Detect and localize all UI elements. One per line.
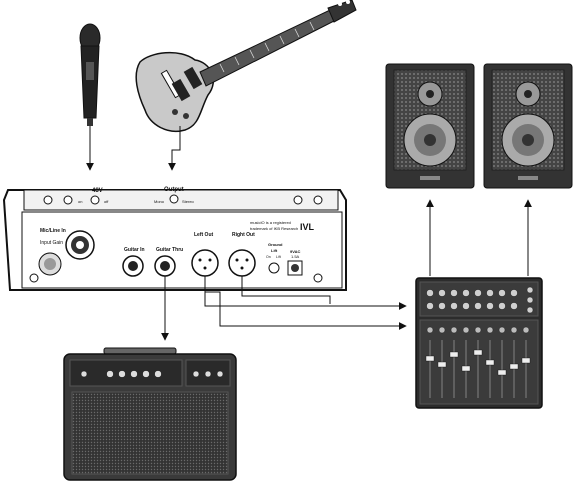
output-stereo-label: Stereo bbox=[182, 199, 195, 204]
phantom-power-label: 48V bbox=[92, 188, 103, 194]
microphone-icon bbox=[79, 23, 101, 126]
signal-cables bbox=[86, 126, 532, 341]
brand-logo: IVL bbox=[300, 222, 315, 232]
output-mono-label: Mono bbox=[154, 199, 165, 204]
mic-line-in-label: Mic/Line In bbox=[40, 228, 66, 234]
input-gain-label: Input Gain bbox=[40, 240, 63, 246]
phantom-power-switch[interactable] bbox=[90, 195, 100, 205]
right-out-label: Right Out bbox=[232, 232, 255, 238]
ground-lift-switch[interactable] bbox=[268, 262, 280, 274]
left-out-label: Left Out bbox=[194, 232, 213, 238]
phantom-on-label: on bbox=[78, 199, 82, 204]
audio-interface-unit: 48V on off Output Mono Stereo Mic/Line I… bbox=[2, 187, 347, 291]
trademark-line-2: trademark of IKB Research bbox=[250, 226, 298, 231]
guitar-thru-label: Guitar Thru bbox=[156, 247, 183, 253]
power-current-label: 1.5A bbox=[291, 254, 300, 259]
speaker-right bbox=[483, 63, 573, 189]
output-label: Output bbox=[164, 187, 184, 193]
mixing-console bbox=[415, 277, 543, 409]
speaker-left bbox=[385, 63, 475, 189]
phantom-off-label: off bbox=[104, 199, 109, 204]
output-mode-switch[interactable] bbox=[169, 194, 179, 204]
right-out-xlr-jack[interactable] bbox=[228, 249, 256, 277]
ground-lift-label-2: Lift bbox=[271, 248, 278, 253]
ground-on-label: On bbox=[266, 255, 271, 259]
guitar-in-label: Guitar In bbox=[124, 247, 145, 253]
electric-guitar-icon bbox=[135, 0, 357, 132]
trademark-line-1: musicIO is a registered bbox=[250, 220, 291, 225]
ground-lift-option-label: Lift bbox=[276, 255, 281, 259]
left-out-xlr-jack[interactable] bbox=[191, 249, 219, 277]
guitar-amplifier bbox=[63, 347, 237, 481]
power-voltage-label: 9VAC bbox=[290, 249, 300, 254]
ground-lift-label: Ground bbox=[268, 242, 283, 247]
